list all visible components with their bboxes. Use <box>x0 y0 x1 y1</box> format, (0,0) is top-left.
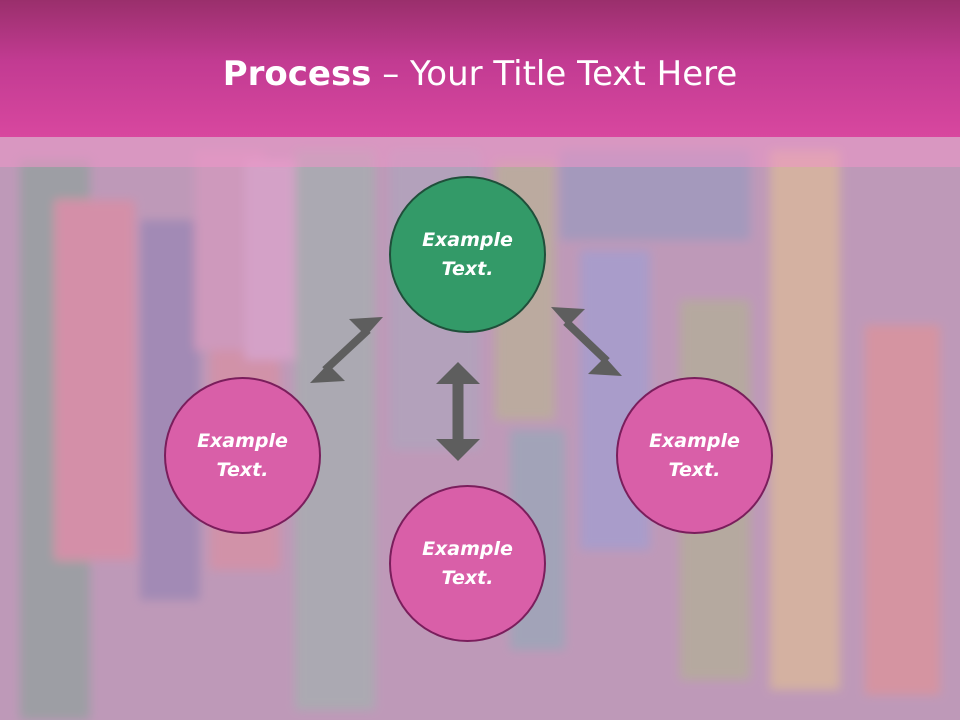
node-bottom: Example Text. <box>389 485 546 642</box>
node-left-text: Example Text. <box>197 429 288 481</box>
title-rest: – Your Title Text Here <box>371 54 738 94</box>
header-bar <box>0 0 960 137</box>
arrow-right-diagonal <box>551 307 622 376</box>
header-band <box>0 137 960 167</box>
node-left: Example Text. <box>164 377 321 534</box>
arrow-left-diagonal <box>310 317 383 383</box>
page-title: Process – Your Title Text Here <box>0 52 960 96</box>
title-bold: Process <box>222 54 372 94</box>
node-right-text: Example Text. <box>649 429 740 481</box>
node-top: Example Text. <box>389 176 546 333</box>
node-bottom-text: Example Text. <box>422 537 513 589</box>
node-right: Example Text. <box>616 377 773 534</box>
arrow-vertical <box>436 362 480 461</box>
node-top-text: Example Text. <box>422 228 513 280</box>
